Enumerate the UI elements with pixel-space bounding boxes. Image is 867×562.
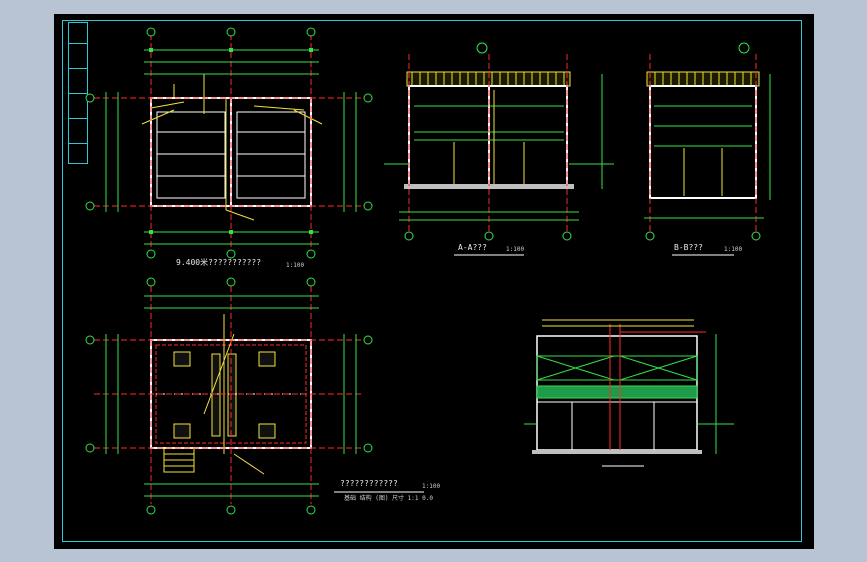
section-a-scale: 1:100: [506, 246, 525, 253]
plan-top-scale: 1:100: [286, 262, 305, 269]
plan-bottom-title: ????????????: [340, 479, 398, 488]
title-block: [68, 22, 88, 164]
section-b: [644, 42, 771, 256]
section-b-scale: 1:100: [724, 246, 743, 253]
section-a: [384, 42, 614, 256]
section-a-title: A-A???: [458, 243, 487, 252]
elevation-detail: [524, 319, 734, 467]
plan-bottom-scale: 1:100: [422, 483, 441, 490]
plan-top-title: 9.400米???????????: [176, 258, 262, 267]
cad-drawing: [85, 27, 771, 515]
plan-bottom-note: 基础 结构 (图) 尺寸 1:1 0.0: [344, 495, 433, 502]
drawing-canvas[interactable]: 9.400米??????????? 1:100 A-A??? 1:100 B-B…: [54, 14, 814, 549]
plan-top: [85, 27, 373, 259]
drawing-frame: [62, 20, 802, 542]
plan-bottom: [85, 277, 424, 515]
section-b-title: B-B???: [674, 243, 703, 252]
